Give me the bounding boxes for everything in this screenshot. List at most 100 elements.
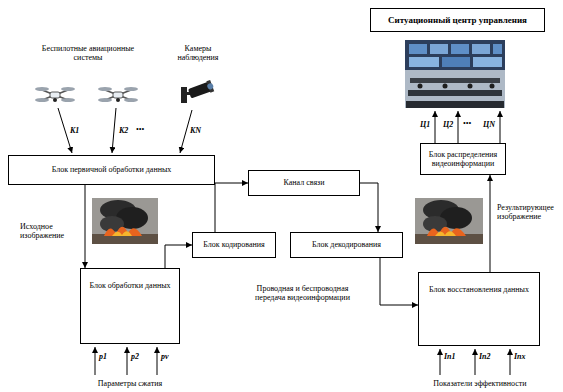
caption-label: Показатели эффективности bbox=[413, 379, 547, 388]
input-arrow bbox=[58, 108, 72, 153]
process-box: Блок обработки данных bbox=[80, 268, 180, 344]
control-center-box: Ситуационный центр управления bbox=[370, 8, 545, 32]
drone-icon-part bbox=[124, 87, 138, 91]
process-box: Блок первичной обработки данных bbox=[8, 155, 215, 185]
control-room-picture-part bbox=[409, 57, 439, 67]
parameter-arrow bbox=[157, 347, 158, 375]
signal-name: Ц2 bbox=[443, 120, 453, 129]
drone-icon-part bbox=[53, 98, 57, 102]
drone-icon bbox=[98, 87, 138, 102]
drone-icon-part bbox=[61, 87, 75, 91]
control-room-picture-part bbox=[405, 40, 505, 108]
signal-name: p1 bbox=[99, 352, 107, 361]
control-room-picture-part bbox=[490, 84, 495, 89]
parameter-arrow bbox=[127, 347, 128, 375]
flow-arrow bbox=[85, 185, 86, 268]
drone-icon-part bbox=[113, 92, 123, 98]
fire-picture-part bbox=[112, 231, 132, 236]
caption-label: Камеры наблюдения bbox=[168, 44, 228, 62]
flow-arrow bbox=[380, 258, 418, 305]
signal-name: Inx bbox=[514, 352, 526, 361]
flow-arrow bbox=[215, 183, 248, 232]
control-room-picture-part bbox=[493, 44, 502, 54]
output-arrow bbox=[458, 111, 459, 143]
process-box: Блок декодирования bbox=[290, 232, 403, 258]
control-room-picture bbox=[405, 40, 505, 108]
indicator-arrow bbox=[510, 349, 511, 375]
control-room-picture-part bbox=[410, 78, 500, 83]
indicator-arrow bbox=[475, 349, 476, 375]
drone-icon-part bbox=[98, 98, 112, 102]
control-room-picture-part bbox=[473, 57, 502, 67]
fire-picture bbox=[415, 198, 483, 244]
box-label: Блок обработки данных bbox=[89, 281, 170, 290]
indicator-arrow bbox=[440, 349, 441, 375]
caption-label: Параметры сжатия bbox=[66, 379, 194, 388]
control-room-picture-part bbox=[405, 70, 505, 108]
signal-name: In1 bbox=[444, 352, 456, 361]
control-room-picture-part bbox=[472, 44, 490, 54]
control-room-picture-part bbox=[443, 84, 448, 89]
caption-label: ••• bbox=[463, 119, 471, 128]
signal-name: pv bbox=[161, 352, 169, 361]
signal-name: KN bbox=[190, 126, 201, 135]
control-room-picture-part bbox=[418, 84, 423, 89]
control-room-picture-part bbox=[406, 101, 504, 108]
input-arrow bbox=[112, 108, 116, 153]
camera-icon-part bbox=[188, 80, 216, 100]
process-box: Блок кодирования bbox=[192, 232, 276, 258]
output-arrow bbox=[500, 111, 501, 143]
drone-icon-part bbox=[98, 87, 112, 91]
box-label: Блок первичной обработки данных bbox=[52, 165, 172, 174]
fire-picture-part bbox=[435, 231, 456, 236]
signal-name: Ц1 bbox=[420, 120, 430, 129]
control-room-picture-part bbox=[451, 44, 469, 54]
box-label: Ситуационный центр управления bbox=[388, 15, 527, 25]
fire-picture-part bbox=[427, 227, 466, 236]
caption-label: ••• bbox=[136, 125, 144, 134]
parameter-arrow bbox=[95, 347, 96, 375]
signal-name: K2 bbox=[119, 126, 128, 135]
drone-icon-part bbox=[50, 92, 60, 98]
fire-picture-part bbox=[92, 198, 158, 244]
output-arrow bbox=[435, 111, 436, 143]
camera-icon bbox=[181, 80, 215, 103]
box-label: Блок кодирования bbox=[203, 240, 264, 249]
fire-picture-part bbox=[415, 198, 483, 244]
caption-label: Результирующее изображение bbox=[497, 203, 559, 221]
process-box: Блок восстановления данных bbox=[418, 272, 540, 346]
control-room-picture-part bbox=[442, 57, 470, 67]
signal-name: p2 bbox=[131, 352, 139, 361]
drone-icon-part bbox=[116, 98, 120, 102]
box-label: Блок распределения видеоинформации bbox=[426, 150, 500, 168]
control-room-picture-part bbox=[408, 90, 502, 96]
process-box: Блок распределения видеоинформации bbox=[420, 143, 506, 175]
signal-name: ЦN bbox=[483, 120, 495, 129]
box-label: Блок восстановления данных bbox=[429, 285, 529, 294]
signal-name: In2 bbox=[479, 352, 491, 361]
box-label: Блок декодирования bbox=[312, 240, 381, 249]
caption-label: Беспилотные авиационные системы bbox=[38, 44, 138, 62]
drone-icon-part bbox=[35, 98, 49, 102]
control-room-picture-part bbox=[430, 44, 448, 54]
fire-picture bbox=[92, 198, 158, 244]
camera-icon-part-part bbox=[206, 80, 214, 93]
drone-icon bbox=[35, 87, 75, 102]
control-room-picture-part bbox=[405, 40, 505, 70]
drone-icon-part bbox=[35, 87, 49, 91]
process-box: Канал связи bbox=[248, 170, 360, 196]
box-label: Канал связи bbox=[283, 178, 324, 187]
drone-icon-part bbox=[61, 98, 75, 102]
caption-label: Проводная и беспроводная передача видеои… bbox=[250, 284, 355, 302]
control-room-picture-part bbox=[409, 44, 427, 54]
camera-icon-part-part bbox=[206, 82, 214, 90]
flow-arrow bbox=[165, 245, 192, 268]
flow-arrow bbox=[360, 183, 378, 232]
caption-label: Исходное изображение bbox=[20, 222, 82, 240]
drone-icon-part bbox=[124, 98, 138, 102]
control-room-picture-part bbox=[468, 84, 473, 89]
flow-arrow bbox=[490, 175, 491, 272]
signal-name: K1 bbox=[70, 126, 79, 135]
fire-picture-part bbox=[104, 227, 142, 236]
